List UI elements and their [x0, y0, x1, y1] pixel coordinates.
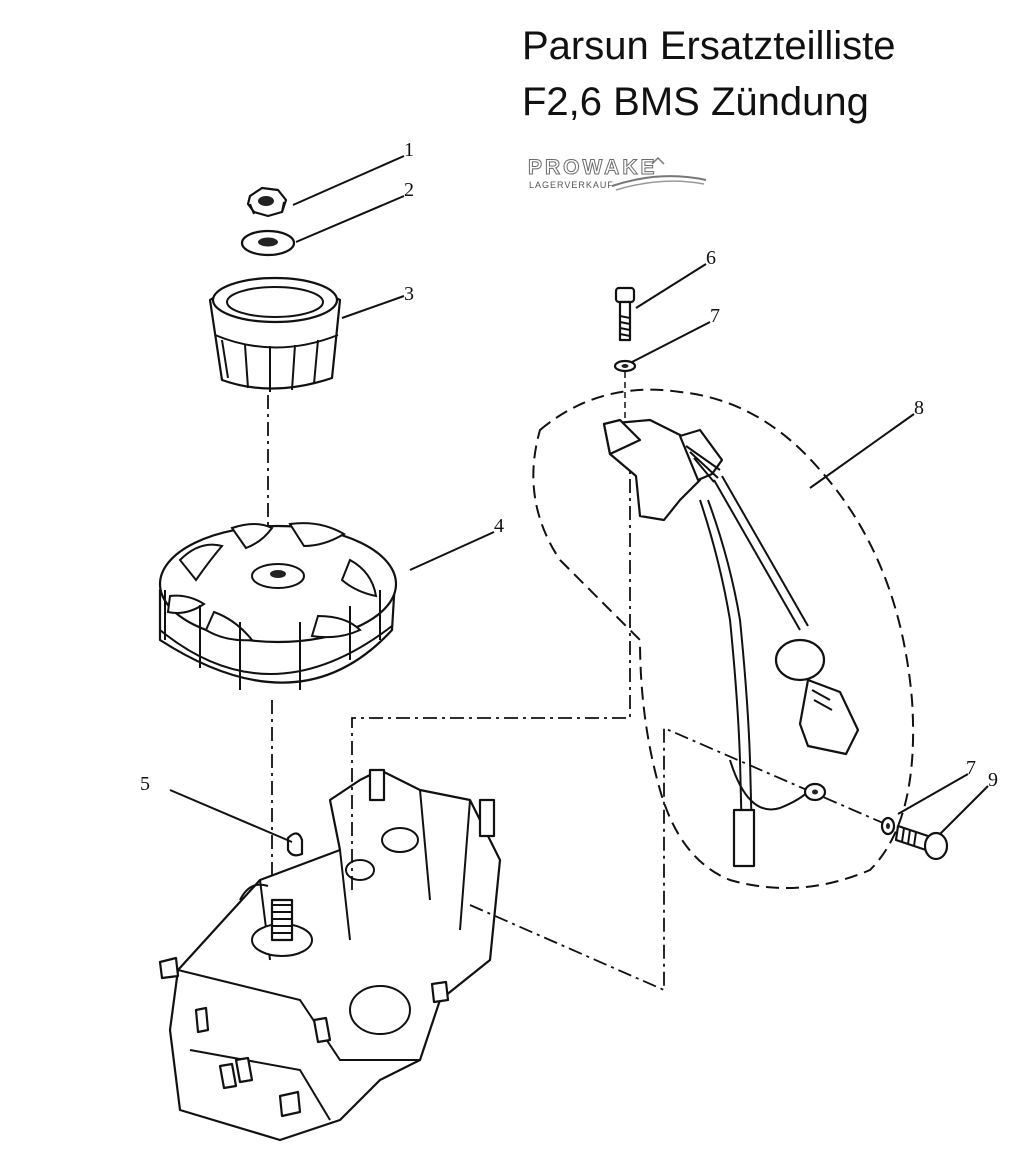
callout-8: 8	[914, 397, 924, 419]
module-assembly-boundary	[532, 388, 915, 889]
title-line-2: F2,6 BMS Zündung	[522, 80, 869, 124]
leader-crank-to-module	[351, 446, 631, 890]
callout-leaders	[169, 155, 989, 843]
callout-5: 5	[140, 773, 150, 795]
callout-6: 6	[706, 247, 716, 269]
part-bolt-6	[614, 286, 636, 342]
part-woodruff-key	[286, 832, 304, 857]
logo-wordmark: PROWAKE	[528, 156, 658, 180]
callout-7-bottom: 7	[966, 757, 976, 779]
part-starter-cup	[208, 276, 342, 392]
title-line-1: Parsun Ersatzteilliste	[522, 24, 896, 68]
part-crankcase	[158, 768, 502, 1142]
callout-3: 3	[404, 283, 414, 305]
logo-swoosh	[611, 156, 707, 191]
logo-tagline: LAGERVERKAUF	[529, 180, 614, 190]
part-washer	[240, 229, 296, 257]
part-washer-7-top	[613, 359, 637, 373]
callout-2: 2	[404, 179, 414, 201]
part-ignition-module	[602, 418, 860, 868]
part-screw-9	[894, 824, 949, 861]
callout-7-top: 7	[710, 305, 720, 327]
part-flywheel	[158, 522, 398, 690]
part-washer-7-bottom	[880, 816, 896, 836]
callout-1: 1	[404, 139, 414, 161]
leader-ground-screw	[469, 726, 891, 992]
part-nut	[246, 186, 288, 218]
callout-9: 9	[988, 769, 998, 791]
callout-4: 4	[494, 515, 504, 537]
